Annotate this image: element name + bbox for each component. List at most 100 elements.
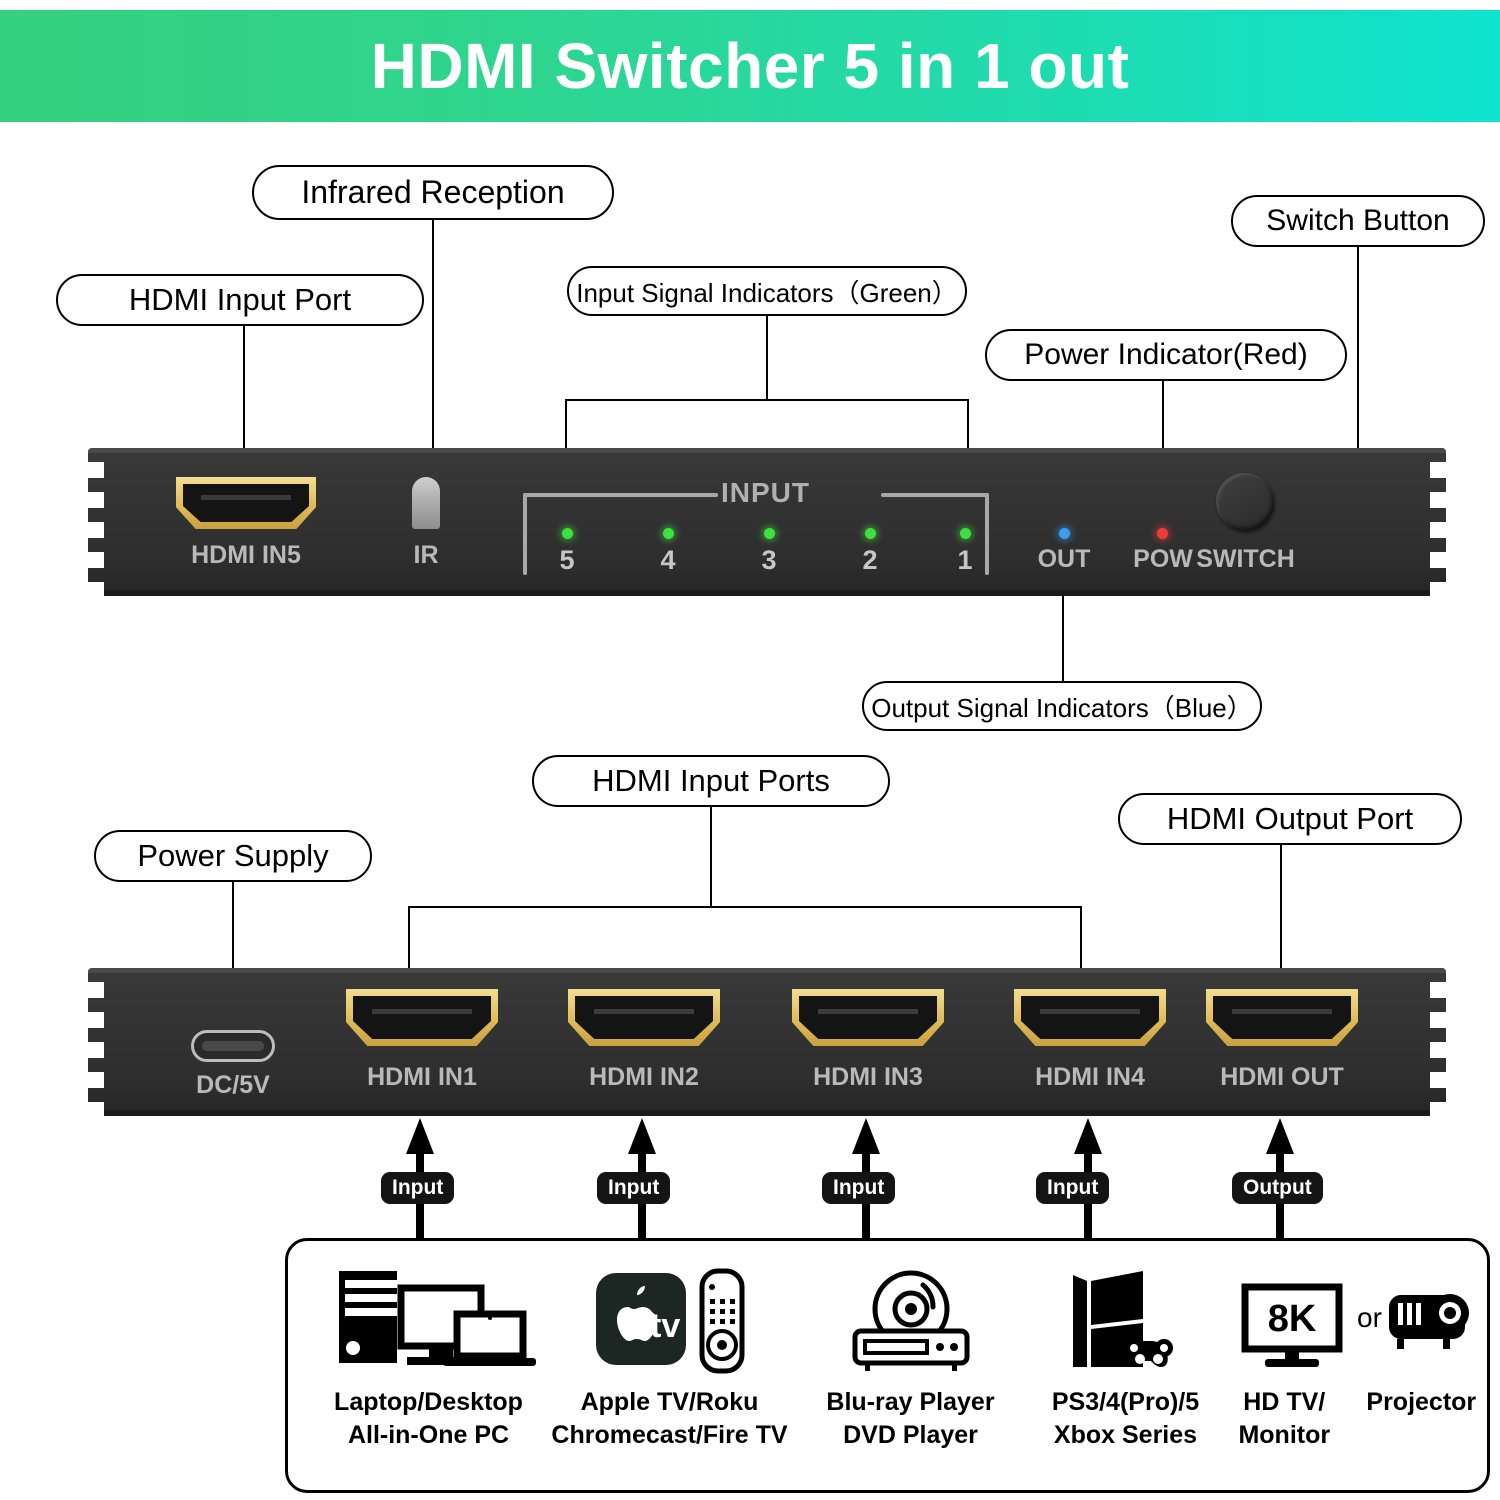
flow-tag-in2-label: Input — [608, 1176, 660, 1199]
front-panel-right-vents — [1430, 462, 1446, 612]
callout-infrared-reception: Infrared Reception — [252, 165, 614, 220]
hdmi-in3-label: HDMI IN3 — [813, 1063, 923, 1091]
input-led-1 — [960, 528, 971, 539]
hdmi-in1-port[interactable] — [346, 989, 498, 1046]
rear-panel-right-vents — [1430, 982, 1446, 1132]
device-laptop-desktop-line2: All-in-One PC — [347, 1421, 510, 1450]
front-panel-bottom-edge — [88, 590, 1446, 596]
tv-8k-and-projector-icon: 8K or — [1228, 1263, 1480, 1378]
leader-input-indicators-stem — [766, 316, 768, 400]
hdmi-in4-label: HDMI IN4 — [1035, 1063, 1145, 1091]
hdmi-in1-port-cavity — [353, 996, 491, 1039]
callout-hdmi-output-port: HDMI Output Port — [1118, 793, 1462, 845]
hdmi-in3-port[interactable] — [792, 989, 944, 1046]
input-led-5 — [562, 528, 573, 539]
hdmi-in1-tongue — [372, 1008, 472, 1014]
input-led-2-number: 2 — [862, 545, 878, 575]
device-laptop-desktop: Laptop/Desktop All-in-One PC — [306, 1263, 551, 1453]
hdmi-out-port[interactable] — [1206, 989, 1358, 1046]
hdmi-in2-port-cavity — [575, 996, 713, 1039]
source-devices-box: Laptop/Desktop All-in-One PC tv — [285, 1238, 1490, 1493]
game-console-gamepad-icon — [1018, 1263, 1233, 1378]
bracket-input-indicators-top — [565, 399, 969, 401]
bluray-disc-player-icon — [803, 1263, 1018, 1378]
flow-tag-in2: Input — [597, 1172, 671, 1204]
callout-power-indicator: Power Indicator(Red) — [985, 329, 1347, 381]
input-group-bracket-right — [985, 493, 989, 575]
hdmi-in3-tongue — [818, 1008, 918, 1014]
input-led-3 — [764, 528, 775, 539]
switch-button[interactable] — [1216, 473, 1274, 531]
leader-power-supply — [232, 882, 234, 1052]
flow-tag-in4: Input — [1036, 1172, 1110, 1204]
hdmi-out-port-cavity — [1213, 996, 1351, 1039]
dc-power-port[interactable] — [191, 1030, 275, 1062]
front-panel-left-vents — [88, 462, 104, 612]
hdmi-in4-port[interactable] — [1014, 989, 1166, 1046]
flow-tag-out: Output — [1232, 1172, 1323, 1204]
front-panel-chassis: HDMI IN5 IR INPUT 5 4 3 2 1 OUT POW SWIT… — [88, 448, 1446, 598]
output-led — [1059, 528, 1070, 539]
leader-hdmi-input-ports-stem — [710, 807, 712, 907]
callout-input-signal-indicators: Input Signal Indicators（Green） — [567, 266, 967, 316]
hdmi-in5-port[interactable] — [176, 477, 316, 529]
flow-tag-in4-label: Input — [1047, 1176, 1099, 1199]
input-led-1-number: 1 — [957, 545, 973, 575]
rear-panel-chassis: DC/5V HDMI IN1 HDMI IN2 HDMI IN3 — [88, 968, 1446, 1118]
device-apple-tv-line1: Apple TV/Roku — [580, 1388, 759, 1416]
leader-hdmi-input-port — [243, 326, 245, 491]
device-apple-tv: tv Apple TV/Roku Chromecast/Fire TV — [543, 1263, 796, 1453]
svg-text:8K: 8K — [1267, 1298, 1316, 1340]
input-led-2 — [865, 528, 876, 539]
callout-switch-button-label: Switch Button — [1266, 204, 1450, 237]
flow-tag-in3: Input — [822, 1172, 896, 1204]
flow-tag-in1-label: Input — [392, 1176, 444, 1199]
callout-switch-button: Switch Button — [1231, 195, 1485, 247]
bracket-hdmi-input-ports-left — [408, 906, 410, 1020]
device-projector-line1: Projector — [1366, 1388, 1477, 1416]
device-tv-line2: Monitor — [1238, 1421, 1331, 1450]
tv-8k-icon: 8K — [1241, 1283, 1342, 1367]
ir-label: IR — [413, 541, 439, 569]
callout-power-supply: Power Supply — [94, 830, 372, 882]
flow-tag-in1: Input — [381, 1172, 455, 1204]
front-panel-top-edge — [88, 448, 1446, 453]
bracket-input-indicators-left — [565, 399, 567, 493]
switch-label: SWITCH — [1196, 545, 1295, 573]
callout-power-indicator-label: Power Indicator(Red) — [1024, 338, 1308, 371]
header-banner: HDMI Switcher 5 in 1 out — [0, 10, 1500, 122]
device-bluray: Blu-ray Player DVD Player — [803, 1263, 1018, 1453]
device-bluray-line2: DVD Player — [843, 1421, 978, 1450]
hdmi-in4-tongue — [1040, 1008, 1140, 1014]
rear-panel-top-edge — [88, 968, 1446, 973]
input-led-4 — [663, 528, 674, 539]
device-laptop-desktop-line1: Laptop/Desktop — [334, 1388, 523, 1416]
hdmi-in2-port[interactable] — [568, 989, 720, 1046]
projector-icon — [1388, 1293, 1469, 1349]
bracket-hdmi-input-ports-right — [1080, 906, 1082, 1020]
callout-infrared-reception-label: Infrared Reception — [301, 174, 565, 210]
device-tv-line1: HD TV/ — [1243, 1388, 1326, 1416]
callout-output-signal-indicators: Output Signal Indicators（Blue） — [862, 681, 1262, 731]
output-led-label: OUT — [1037, 545, 1091, 573]
callout-power-supply-label: Power Supply — [137, 838, 329, 873]
input-led-5-number: 5 — [559, 545, 575, 575]
power-led — [1157, 528, 1168, 539]
hdmi-in5-label: HDMI IN5 — [191, 541, 301, 569]
device-game-console: PS3/4(Pro)/5 Xbox Series — [1018, 1263, 1233, 1453]
dc-power-port-cavity — [202, 1041, 264, 1051]
bracket-hdmi-input-ports-top — [408, 906, 1082, 908]
bracket-input-indicators-right — [967, 399, 969, 493]
flow-tag-in3-label: Input — [833, 1176, 885, 1199]
callout-hdmi-input-port-label: HDMI Input Port — [128, 282, 352, 317]
device-bluray-line1: Blu-ray Player — [826, 1388, 995, 1416]
callout-input-signal-indicators-label: Input Signal Indicators（Green） — [576, 277, 958, 308]
callout-hdmi-input-ports-label: HDMI Input Ports — [592, 763, 830, 798]
svg-text:or: or — [1357, 1302, 1382, 1333]
leader-switch-button-vert — [1357, 247, 1359, 504]
hdmi-out-tongue — [1232, 1008, 1332, 1014]
input-led-3-number: 3 — [761, 545, 777, 575]
page-title: HDMI Switcher 5 in 1 out — [370, 30, 1130, 102]
power-led-label: POW — [1133, 545, 1193, 573]
